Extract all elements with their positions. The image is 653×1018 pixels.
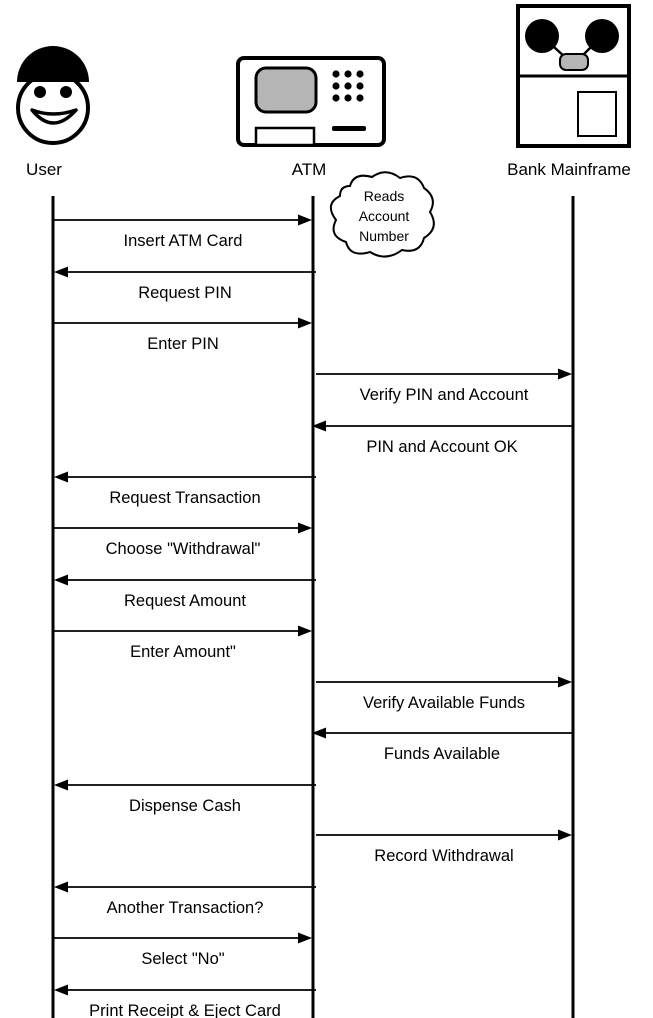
arrowhead-icon bbox=[54, 779, 68, 791]
message-label: Another Transaction? bbox=[107, 899, 264, 917]
message-12: Dispense Cash bbox=[54, 779, 316, 815]
arrowhead-icon bbox=[312, 420, 326, 432]
message-label: PIN and Account OK bbox=[366, 438, 517, 456]
bank-mainframe-icon bbox=[516, 4, 631, 148]
message-8: Request Amount bbox=[54, 574, 316, 610]
message-7: Choose "Withdrawal" bbox=[54, 522, 312, 558]
arrowhead-icon bbox=[298, 522, 312, 534]
message-label: Request Transaction bbox=[109, 489, 260, 507]
arrowhead-icon bbox=[54, 881, 68, 893]
message-6: Request Transaction bbox=[54, 471, 316, 507]
actor-label-user: User bbox=[26, 160, 62, 179]
arrowhead-icon bbox=[54, 471, 68, 483]
arrowhead-icon bbox=[558, 676, 572, 688]
message-9: Enter Amount" bbox=[54, 625, 312, 661]
message-label: Choose "Withdrawal" bbox=[106, 540, 261, 558]
arrowhead-icon bbox=[298, 214, 312, 226]
message-label: Enter PIN bbox=[147, 335, 219, 353]
message-5: PIN and Account OK bbox=[312, 420, 572, 456]
arrowhead-icon bbox=[298, 932, 312, 944]
actor-label-bank: Bank Mainframe bbox=[507, 160, 631, 179]
message-label: Select "No" bbox=[141, 950, 224, 968]
arrowhead-icon bbox=[54, 574, 68, 586]
arrowhead-icon bbox=[54, 266, 68, 278]
atm-machine-icon bbox=[236, 56, 386, 147]
arrowhead-icon bbox=[54, 984, 68, 996]
message-1: Insert ATM Card bbox=[54, 214, 312, 250]
note-line: Number bbox=[359, 228, 409, 244]
message-label: Funds Available bbox=[384, 745, 500, 763]
message-10: Verify Available Funds bbox=[316, 676, 572, 712]
arrowhead-icon bbox=[298, 625, 312, 637]
note-cloud: Reads Account Number bbox=[329, 171, 435, 258]
note-line: Reads bbox=[364, 188, 404, 204]
message-4: Verify PIN and Account bbox=[316, 368, 572, 404]
arrowhead-icon bbox=[312, 727, 326, 739]
message-label: Request Amount bbox=[124, 592, 246, 610]
message-label: Request PIN bbox=[138, 284, 232, 302]
message-13: Record Withdrawal bbox=[316, 829, 572, 865]
note-line: Account bbox=[359, 208, 410, 224]
user-face-icon bbox=[16, 46, 90, 145]
message-2: Request PIN bbox=[54, 266, 316, 302]
arrowhead-icon bbox=[558, 829, 572, 841]
message-14: Another Transaction? bbox=[54, 881, 316, 917]
arrowhead-icon bbox=[558, 368, 572, 380]
message-16: Print Receipt & Eject Card bbox=[54, 984, 316, 1018]
message-15: Select "No" bbox=[54, 932, 312, 968]
message-label: Print Receipt & Eject Card bbox=[89, 1002, 281, 1018]
message-label: Enter Amount" bbox=[130, 643, 236, 661]
arrowhead-icon bbox=[298, 317, 312, 329]
message-11: Funds Available bbox=[312, 727, 572, 763]
message-label: Record Withdrawal bbox=[374, 847, 513, 865]
message-label: Insert ATM Card bbox=[124, 232, 243, 250]
message-3: Enter PIN bbox=[54, 317, 312, 353]
message-label: Verify PIN and Account bbox=[360, 386, 529, 404]
actor-label-atm: ATM bbox=[292, 160, 327, 179]
message-label: Dispense Cash bbox=[129, 797, 241, 815]
message-label: Verify Available Funds bbox=[363, 694, 525, 712]
